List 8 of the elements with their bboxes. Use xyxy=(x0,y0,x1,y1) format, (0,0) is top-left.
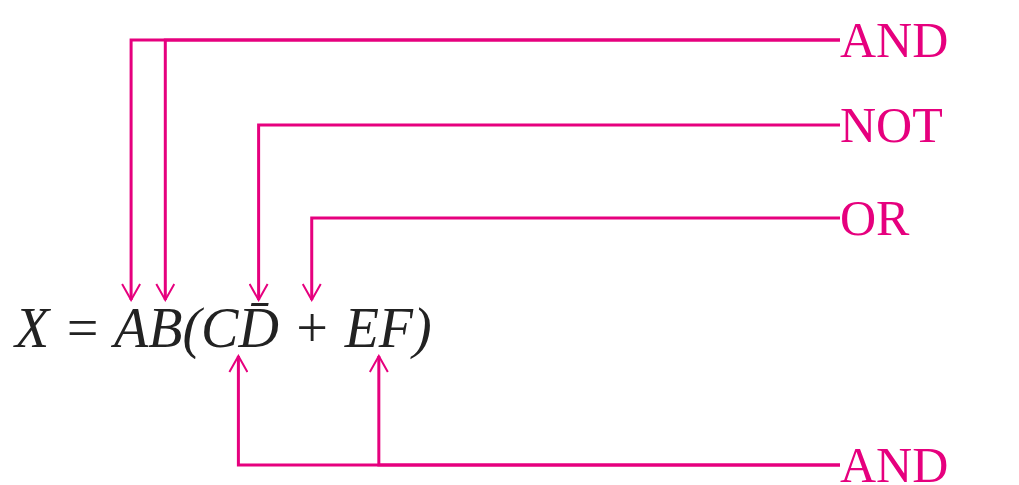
gate-label: OR xyxy=(840,190,910,246)
boolean-expression: X = AB(CD̄ + EF) xyxy=(15,296,432,360)
gate-label: AND xyxy=(840,12,949,68)
leader-arrow xyxy=(368,355,840,467)
leader-arrow xyxy=(301,216,840,301)
gate-label: NOT xyxy=(840,97,943,153)
gate-label: AND xyxy=(840,437,949,485)
leader-arrow xyxy=(248,123,840,301)
